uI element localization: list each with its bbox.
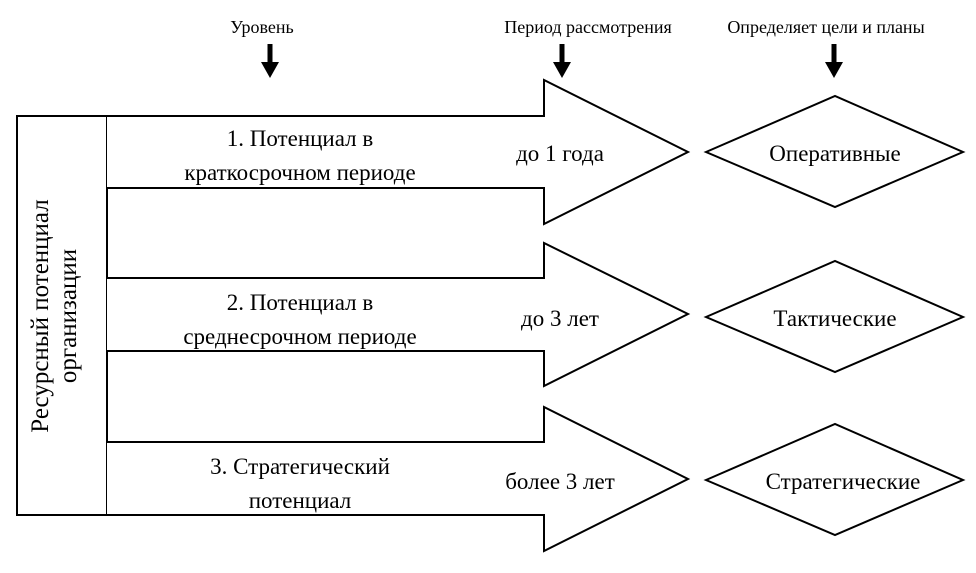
header-period: Период рассмотрения (504, 17, 672, 37)
side-label-box (16, 115, 108, 516)
level-1-line1: 1. Потенциал в (227, 126, 374, 151)
goal-diamond-1 (703, 94, 966, 209)
goal-diamond-3 (703, 422, 966, 537)
header-goals: Определяет цели и планы (727, 17, 924, 37)
side-label-line1: Ресурсный потенциал (27, 199, 54, 432)
level-2-line1: 2. Потенциал в (227, 290, 374, 315)
arrow-down-icon-level (261, 44, 279, 78)
period-2: до 3 лет (521, 306, 599, 331)
level-arrow-3 (107, 405, 691, 553)
goal-2: Тактические (773, 306, 896, 331)
level-2-line2: среднесрочном периоде (183, 324, 416, 349)
header-level: Уровень (230, 17, 293, 37)
goal-1: Оперативные (769, 141, 900, 166)
period-1: до 1 года (516, 141, 604, 166)
period-3: более 3 лет (505, 469, 615, 494)
arrow-down-icon-period (553, 44, 571, 78)
level-arrow-1 (107, 78, 691, 226)
level-3-line1: 3. Стратегический (210, 454, 390, 479)
level-3-line2: потенциал (249, 488, 352, 513)
level-arrow-2 (107, 241, 691, 388)
side-label-line2: организации (55, 249, 82, 383)
goal-diamond-2 (703, 259, 966, 374)
level-1-line2: краткосрочном периоде (184, 160, 415, 185)
arrow-down-icon-goals (825, 44, 843, 78)
side-label: Ресурсный потенциал организации (27, 199, 82, 432)
goal-3: Стратегические (766, 469, 921, 494)
